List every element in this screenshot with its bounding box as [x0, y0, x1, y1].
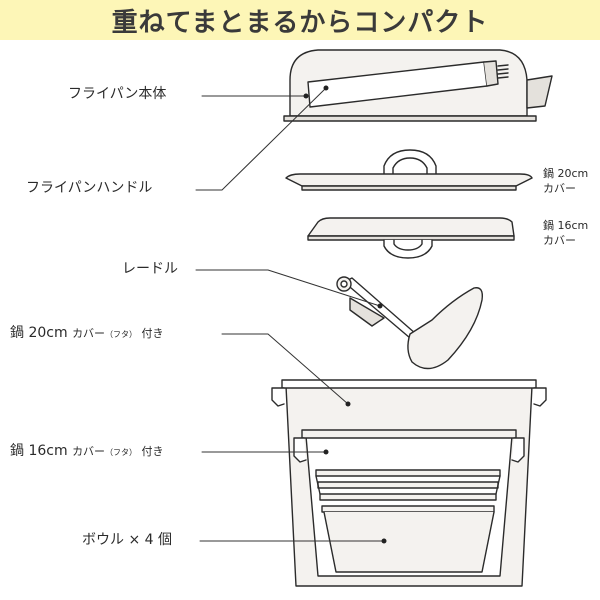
label-pot-16-kana: カバー — [72, 445, 106, 458]
label-ladle: レードル — [122, 261, 178, 277]
banner-title: 重ねてまとまるからコンパクト — [111, 7, 489, 38]
side-label-cover-16-line2: カバー — [543, 234, 576, 247]
label-pot-20-tail: 付き — [141, 327, 164, 340]
label-frying-pan-body: フライパン本体 — [68, 86, 167, 102]
cover-20 — [285, 149, 533, 191]
bowl-stack — [315, 469, 501, 573]
side-label-cover-20-line2: カバー — [543, 182, 576, 195]
label-bowls: ボウル × 4 個 — [82, 532, 172, 548]
side-label-cover-16: 鍋 16cm カバー — [543, 218, 588, 248]
leader-frying-pan-handle — [195, 87, 327, 191]
frying-pan-handle — [307, 60, 509, 108]
side-label-cover-20: 鍋 20cm カバー — [543, 166, 588, 196]
cover-16 — [307, 217, 515, 259]
label-pot-16: 鍋 16cm カバー（フタ） 付き — [10, 443, 164, 461]
leader-dot-bowls — [381, 538, 387, 544]
label-frying-pan-handle: フライパンハンドル — [26, 180, 153, 196]
label-pot-20-kana: カバー — [72, 327, 106, 340]
leader-dot-pot-20 — [345, 401, 351, 407]
leader-dot-ladle — [377, 303, 383, 309]
label-pot-16-tail: 付き — [141, 445, 164, 458]
side-label-cover-20-line1: 鍋 20cm — [543, 167, 589, 180]
leader-dot-frying-pan-handle — [323, 85, 329, 91]
label-pot-16-paren: （フタ） — [105, 448, 138, 457]
label-pot-20: 鍋 20cm カバー（フタ） 付き — [10, 325, 164, 343]
ladle — [336, 276, 484, 370]
label-pot-20-paren: （フタ） — [105, 330, 138, 339]
leader-ladle — [195, 269, 381, 307]
leader-dot-pot-16 — [323, 449, 329, 455]
side-label-cover-16-line1: 鍋 16cm — [543, 219, 589, 232]
leader-dot-frying-pan-body — [303, 93, 309, 99]
label-pot-20-main: 鍋 20cm — [10, 325, 68, 341]
title-banner: 重ねてまとまるからコンパクト — [0, 0, 600, 40]
leader-pot-20 — [221, 333, 349, 405]
label-pot-16-main: 鍋 16cm — [10, 443, 68, 459]
leader-lines — [195, 85, 387, 544]
